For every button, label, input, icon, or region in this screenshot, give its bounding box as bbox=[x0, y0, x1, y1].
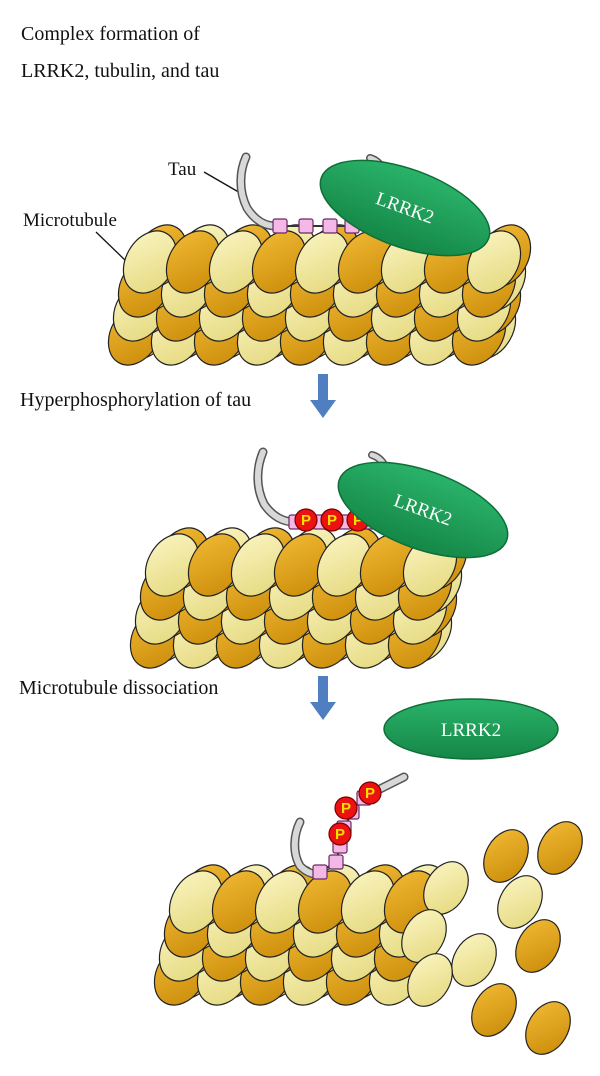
tubulin-beta bbox=[537, 821, 583, 875]
phosphate-label: P bbox=[335, 826, 345, 843]
phosphate-label: P bbox=[365, 785, 375, 802]
tau-leader-line bbox=[203, 171, 243, 195]
panel-complex: Tau Microtubule LRRK2 bbox=[23, 152, 532, 366]
microtubule-3 bbox=[153, 864, 449, 1006]
free-tubulin bbox=[401, 821, 583, 1055]
tau-binding-site bbox=[298, 218, 314, 234]
tubulin-alpha bbox=[401, 909, 447, 963]
arrow-2 bbox=[310, 676, 336, 720]
tau-binding-site bbox=[322, 218, 338, 234]
tau-tail bbox=[236, 152, 281, 231]
tau-tail-fill bbox=[237, 154, 279, 229]
lrrk2-protein bbox=[319, 159, 491, 257]
tubulin-beta bbox=[483, 829, 529, 883]
step-hyperphosphorylation: Hyperphosphorylation of tau bbox=[20, 389, 251, 411]
lrrk2-released bbox=[383, 698, 559, 760]
phosphate-group bbox=[358, 781, 382, 805]
phosphate-label: P bbox=[353, 512, 363, 529]
tau-label: Tau bbox=[168, 159, 197, 180]
tau-binding-site bbox=[272, 218, 288, 234]
tubulin-beta bbox=[525, 1001, 571, 1055]
phosphate-group bbox=[328, 822, 352, 846]
phosphate-group bbox=[334, 796, 358, 820]
phosphate-label: P bbox=[327, 512, 337, 529]
panel-dissociation: LRRK2 PPP bbox=[153, 698, 583, 1055]
lrrk2-protein-2 bbox=[337, 461, 509, 559]
lrrk2-label-3: LRRK2 bbox=[441, 720, 501, 741]
detached-tau: PPP bbox=[312, 781, 382, 880]
phosphate-label: P bbox=[301, 512, 311, 529]
microtubule-leader-line bbox=[95, 231, 129, 264]
title-line-1: Complex formation of bbox=[21, 23, 200, 45]
tau-binding-site bbox=[312, 864, 328, 880]
phosphate-label: P bbox=[341, 800, 351, 817]
microtubule-label: Microtubule bbox=[23, 210, 117, 231]
tau-binding-site bbox=[328, 854, 344, 870]
phosphate-group bbox=[294, 508, 318, 532]
tubulin-alpha bbox=[451, 933, 497, 987]
arrow-1 bbox=[310, 374, 336, 418]
tubulin-beta bbox=[471, 983, 517, 1037]
phosphate-group bbox=[320, 508, 344, 532]
step-dissociation: Microtubule dissociation bbox=[19, 677, 218, 699]
tubulin-beta bbox=[515, 919, 561, 973]
title-line-2: LRRK2, tubulin, and tau bbox=[21, 60, 219, 82]
tubulin-alpha bbox=[497, 875, 543, 929]
tubulin-alpha bbox=[407, 953, 453, 1007]
